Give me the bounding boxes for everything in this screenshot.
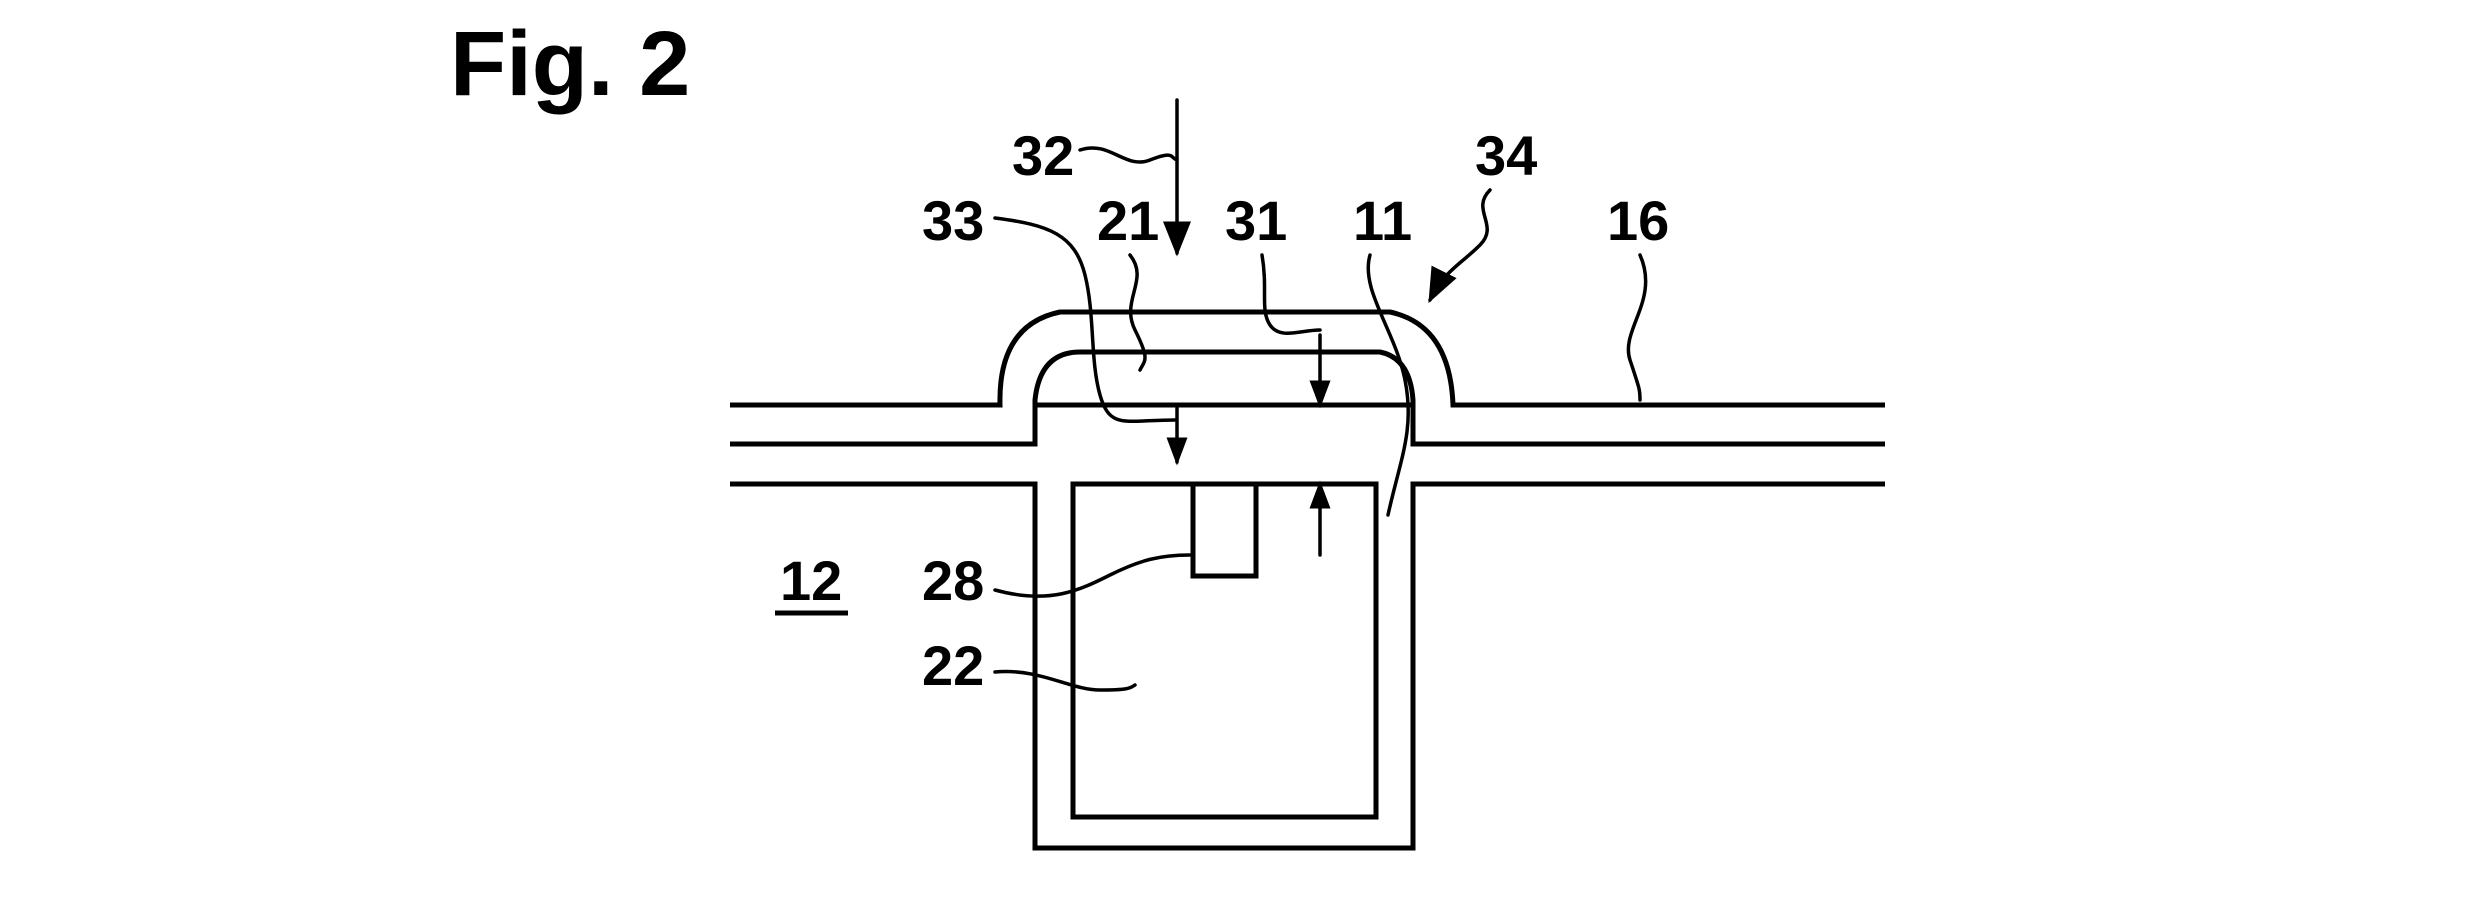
leader-32: [1078, 146, 1179, 164]
leader-34: [1428, 188, 1492, 304]
figure-title: Fig. 2: [450, 13, 690, 115]
label-16: 16: [1607, 189, 1669, 252]
label-28: 28: [922, 549, 984, 612]
label-22: 22: [922, 634, 984, 697]
label-32: 32: [1012, 124, 1074, 187]
label-34: 34: [1475, 124, 1537, 187]
element-22-box: [1070, 481, 1379, 820]
leader-22: [993, 669, 1137, 692]
layer-16-inner-line: [730, 349, 1885, 447]
label-12: 12: [780, 549, 842, 612]
leader-11: [1366, 253, 1410, 517]
leader-21: [1128, 253, 1147, 372]
element-28-block: [1190, 481, 1259, 579]
label-11: 11: [1353, 189, 1412, 252]
housing-outer-left: [730, 481, 1885, 851]
label-33: 33: [922, 189, 984, 252]
leader-31: [1260, 253, 1322, 335]
label-21: 21: [1097, 189, 1159, 252]
layer-16-outer-line: [730, 309, 1885, 408]
leader-33: [993, 216, 1177, 424]
leader-16: [1626, 253, 1648, 402]
label-31: 31: [1225, 189, 1287, 252]
leader-28: [993, 553, 1192, 598]
